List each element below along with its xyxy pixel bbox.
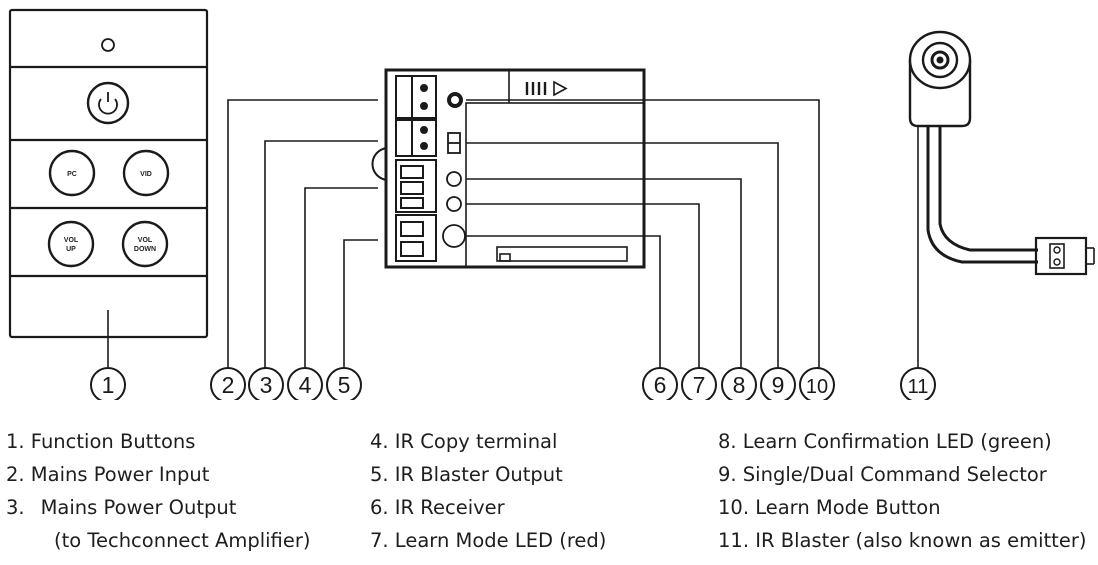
callout-6-label: 6 <box>654 372 667 398</box>
leader-lines-right <box>466 99 820 368</box>
callout-4-label: 4 <box>299 372 312 398</box>
bottom-slot <box>496 246 628 262</box>
legend-item-11: 11. IR Blaster (also known as emitter) <box>718 529 1087 552</box>
legend-item-3: 3. Mains Power Output <box>6 491 310 524</box>
power-icon <box>98 98 118 115</box>
legend-item-3-number: 3. <box>6 496 25 519</box>
leader-lines-left <box>227 99 378 368</box>
callout-5 <box>326 367 362 400</box>
learn-confirmation-led-icon <box>446 171 462 187</box>
legend-item-2: 2. Mains Power Input <box>6 463 210 486</box>
status-led-icon <box>101 38 115 52</box>
learn-mode-button[interactable] <box>447 92 463 108</box>
callout-10-label: 10 <box>806 376 828 398</box>
power-button[interactable] <box>86 81 130 125</box>
ir-receiver-icon <box>442 224 466 248</box>
legend-item-3-continuation: (to Techconnect Amplifier) <box>54 529 311 552</box>
vol-down-label-line1: VOL <box>138 237 153 244</box>
vol-down-button[interactable] <box>121 220 169 268</box>
wall-remote-panel <box>8 8 209 339</box>
callout-2 <box>210 367 246 400</box>
legend-item-3-text: Mains Power Output <box>40 496 237 519</box>
callout-3-label: 3 <box>260 372 273 398</box>
command-selector-switch[interactable] <box>447 132 461 154</box>
ir-copy-terminal[interactable] <box>395 159 437 213</box>
vid-button[interactable] <box>122 149 170 197</box>
legend-item-5: 5. IR Blaster Output <box>370 463 563 486</box>
legend-item-7: 7. Learn Mode LED (red) <box>370 529 607 552</box>
pc-button[interactable] <box>48 149 96 197</box>
callout-11-label: 11 <box>908 376 929 398</box>
vid-button-label: VID <box>140 171 152 178</box>
callout-7 <box>681 367 717 400</box>
callout-1-label: 1 <box>102 372 115 398</box>
callout-6 <box>642 367 678 400</box>
legend-item-6: 6. IR Receiver <box>370 496 505 519</box>
callout-4 <box>287 367 323 400</box>
callout-9 <box>760 367 796 400</box>
legend-item-9: 9. Single/Dual Command Selector <box>718 463 1047 486</box>
vol-up-button[interactable] <box>47 220 95 268</box>
legend-column-3: 8. Learn Confirmation LED (green) 9. Sin… <box>718 425 1096 557</box>
callout-5-label: 5 <box>338 372 351 398</box>
wiring-diagram: PC VID VOL UP VOL DOWN <box>8 8 1095 400</box>
legend-item-10: 10. Learn Mode Button <box>718 496 941 519</box>
callout-7-label: 7 <box>693 372 706 398</box>
ir-blaster-output-terminal[interactable] <box>395 214 437 262</box>
callout-8 <box>721 367 757 400</box>
callout-9-label: 9 <box>772 372 785 398</box>
ir-blaster-emitter <box>908 30 1095 276</box>
callout-1 <box>90 367 126 400</box>
callout-8-label: 8 <box>733 372 746 398</box>
legend-column-2: 4. IR Copy terminal 5. IR Blaster Output… <box>370 425 606 557</box>
mains-power-output-terminal[interactable] <box>395 119 437 157</box>
legend-item-8: 8. Learn Confirmation LED (green) <box>718 430 1052 453</box>
callout-2-label: 2 <box>222 372 235 398</box>
mains-power-input-terminal[interactable] <box>395 75 437 119</box>
callout-10 <box>799 367 835 400</box>
callout-3 <box>248 367 284 400</box>
legend-column-1: 1. Function Buttons 2. Mains Power Input… <box>6 425 310 557</box>
learn-mode-led-icon <box>446 196 462 212</box>
direction-arrow-icon <box>525 80 568 97</box>
legend-item-4: 4. IR Copy terminal <box>370 430 558 453</box>
control-module <box>371 68 646 269</box>
vol-up-label-line1: VOL <box>64 237 79 244</box>
pc-button-label: PC <box>67 171 77 178</box>
vol-down-label-line2: DOWN <box>134 246 156 253</box>
legend-item-1: 1. Function Buttons <box>6 430 196 453</box>
callout-11 <box>900 367 936 400</box>
vol-up-label-line2: UP <box>66 246 76 253</box>
